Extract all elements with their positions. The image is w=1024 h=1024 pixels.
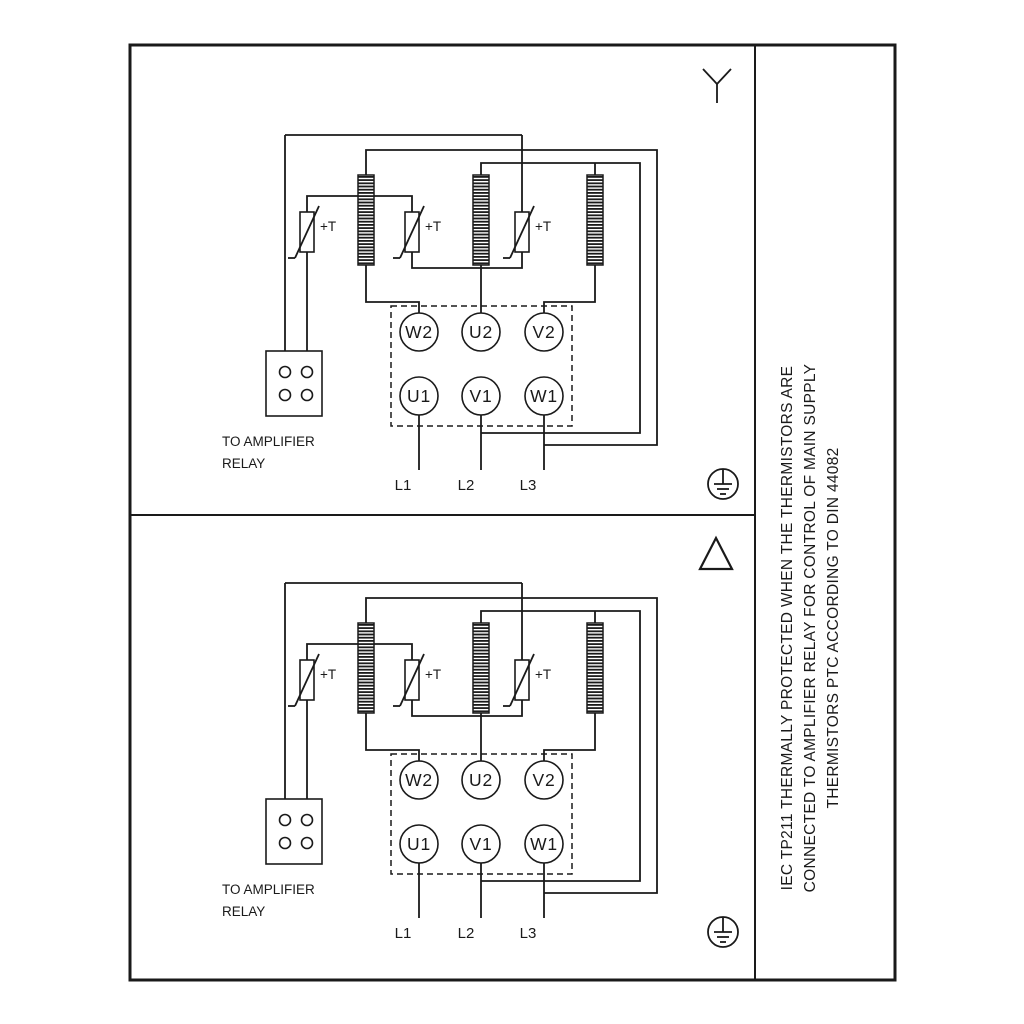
supply-label-l3: L3 <box>520 925 537 942</box>
thermistor-label: +T <box>320 219 336 234</box>
terminal-label-u1: U1 <box>407 386 431 406</box>
terminal-label-w1: W1 <box>530 834 558 854</box>
supply-label-l2: L2 <box>458 925 475 942</box>
star-connection-icon <box>702 68 732 103</box>
supply-label-l1: L1 <box>395 925 412 942</box>
terminal-label-u1: U1 <box>407 834 431 854</box>
terminal-label-v2: V2 <box>532 322 555 342</box>
side-note: IEC TP211 THERMALLY PROTECTED WHEN THE T… <box>779 364 842 893</box>
drawing-frame <box>128 43 897 982</box>
thermistor-label: +T <box>320 667 336 682</box>
delta-connection-icon <box>698 535 734 571</box>
relay-caption-line2: RELAY <box>222 456 265 471</box>
terminal-label-u2: U2 <box>469 770 493 790</box>
side-note-line2: CONNECTED TO AMPLIFIER RELAY FOR CONTROL… <box>802 364 819 893</box>
terminal-label-w1: W1 <box>530 386 558 406</box>
thermistor-label: +T <box>535 219 551 234</box>
terminal-label-w2: W2 <box>405 322 433 342</box>
thermistor-label: +T <box>535 667 551 682</box>
terminal-label-v2: V2 <box>532 770 555 790</box>
terminal-label-v1: V1 <box>469 834 492 854</box>
side-note-line3: THERMISTORS PTC ACCORDING TO DIN 44082 <box>825 447 842 808</box>
side-note-line1: IEC TP211 THERMALLY PROTECTED WHEN THE T… <box>779 366 796 891</box>
terminal-label-v1: V1 <box>469 386 492 406</box>
delta-panel-labels: +T +T +T W2 U2 V2 U1 V1 W1 TO AMPLIFIER … <box>222 667 558 942</box>
thermistor-label: +T <box>425 667 441 682</box>
star-panel-labels: +T +T +T W2 U2 V2 U1 V1 W1 TO AMPLIFIER … <box>222 219 558 494</box>
supply-label-l3: L3 <box>520 477 537 494</box>
supply-label-l1: L1 <box>395 477 412 494</box>
terminal-label-u2: U2 <box>469 322 493 342</box>
relay-caption-line1: TO AMPLIFIER <box>222 882 315 897</box>
supply-label-l2: L2 <box>458 477 475 494</box>
thermistor-label: +T <box>425 219 441 234</box>
terminal-label-w2: W2 <box>405 770 433 790</box>
relay-caption-line2: RELAY <box>222 904 265 919</box>
relay-caption-line1: TO AMPLIFIER <box>222 434 315 449</box>
